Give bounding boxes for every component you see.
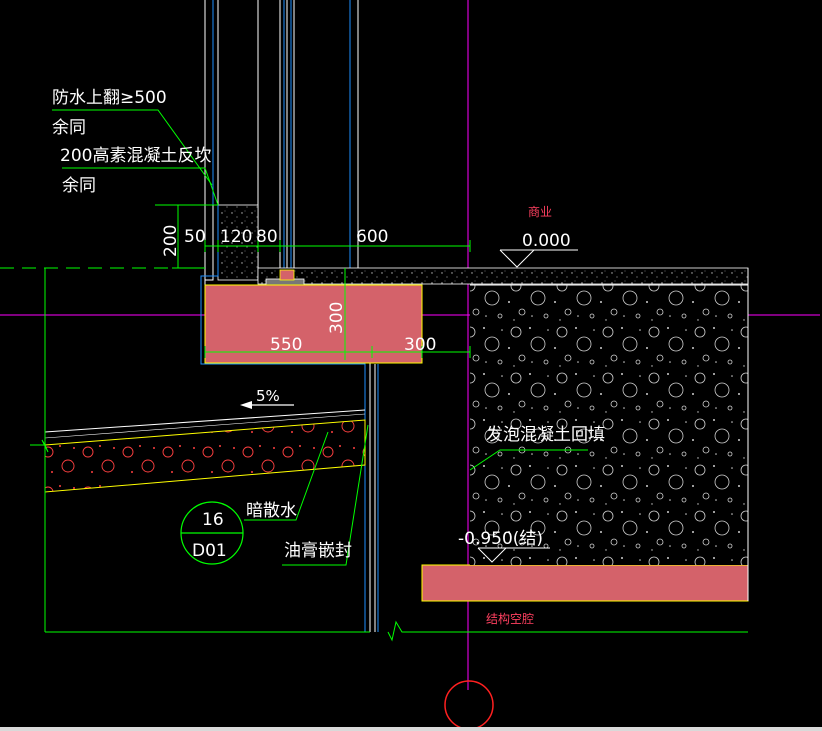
dim-120: 120 bbox=[220, 227, 252, 247]
level-structure-label: -0.950(结) bbox=[458, 529, 543, 549]
note-bitumen-seal: 油膏嵌封 bbox=[284, 540, 352, 561]
foam-concrete-backfill bbox=[470, 285, 748, 565]
hidden-drain-layer bbox=[44, 419, 366, 493]
boundary-lines bbox=[0, 267, 748, 642]
note-foam-concrete: 发泡混凝土回填 bbox=[486, 425, 605, 445]
note-waterproof-upturn: 防水上翻≥500 bbox=[52, 88, 167, 108]
dim-50: 50 bbox=[184, 227, 206, 247]
note-same-2: 余同 bbox=[62, 176, 96, 196]
level-floor-label: 0.000 bbox=[522, 231, 571, 251]
dim-200: 200 bbox=[161, 225, 181, 257]
concrete-curb bbox=[217, 204, 259, 281]
slope-arrow bbox=[240, 401, 294, 409]
detail-number: 16 bbox=[202, 510, 224, 530]
slope-label: 5% bbox=[256, 387, 280, 405]
window-bottom-edge bbox=[0, 727, 822, 731]
base-slab bbox=[421, 564, 749, 602]
grid-axis-bubble bbox=[444, 680, 494, 730]
leader-lines bbox=[52, 109, 588, 566]
waterproof-layer-inner bbox=[200, 205, 366, 632]
detail-sheet: D01 bbox=[192, 541, 227, 561]
dim-80: 80 bbox=[256, 227, 278, 247]
level-marker-structure bbox=[477, 547, 507, 563]
level-marker-floor bbox=[499, 249, 578, 268]
window-seal bbox=[279, 269, 295, 281]
dim-300-vertical: 300 bbox=[327, 302, 347, 334]
edge-beam bbox=[204, 284, 423, 364]
note-concrete-curb: 200高素混凝土反坎 bbox=[60, 146, 211, 166]
floor-finish-layer bbox=[257, 267, 749, 285]
note-same-1: 余同 bbox=[52, 118, 86, 138]
dim-550: 550 bbox=[270, 335, 302, 355]
note-structural-cavity: 结构空腔 bbox=[486, 611, 534, 626]
room-name-commercial: 商业 bbox=[528, 204, 552, 219]
window-frame-lines bbox=[204, 0, 359, 285]
note-hidden-drain: 暗散水 bbox=[246, 501, 297, 521]
dimension-lines bbox=[155, 204, 471, 360]
dim-600: 600 bbox=[356, 227, 388, 247]
dim-300-horizontal: 300 bbox=[404, 335, 436, 355]
detail-reference bbox=[180, 501, 244, 565]
